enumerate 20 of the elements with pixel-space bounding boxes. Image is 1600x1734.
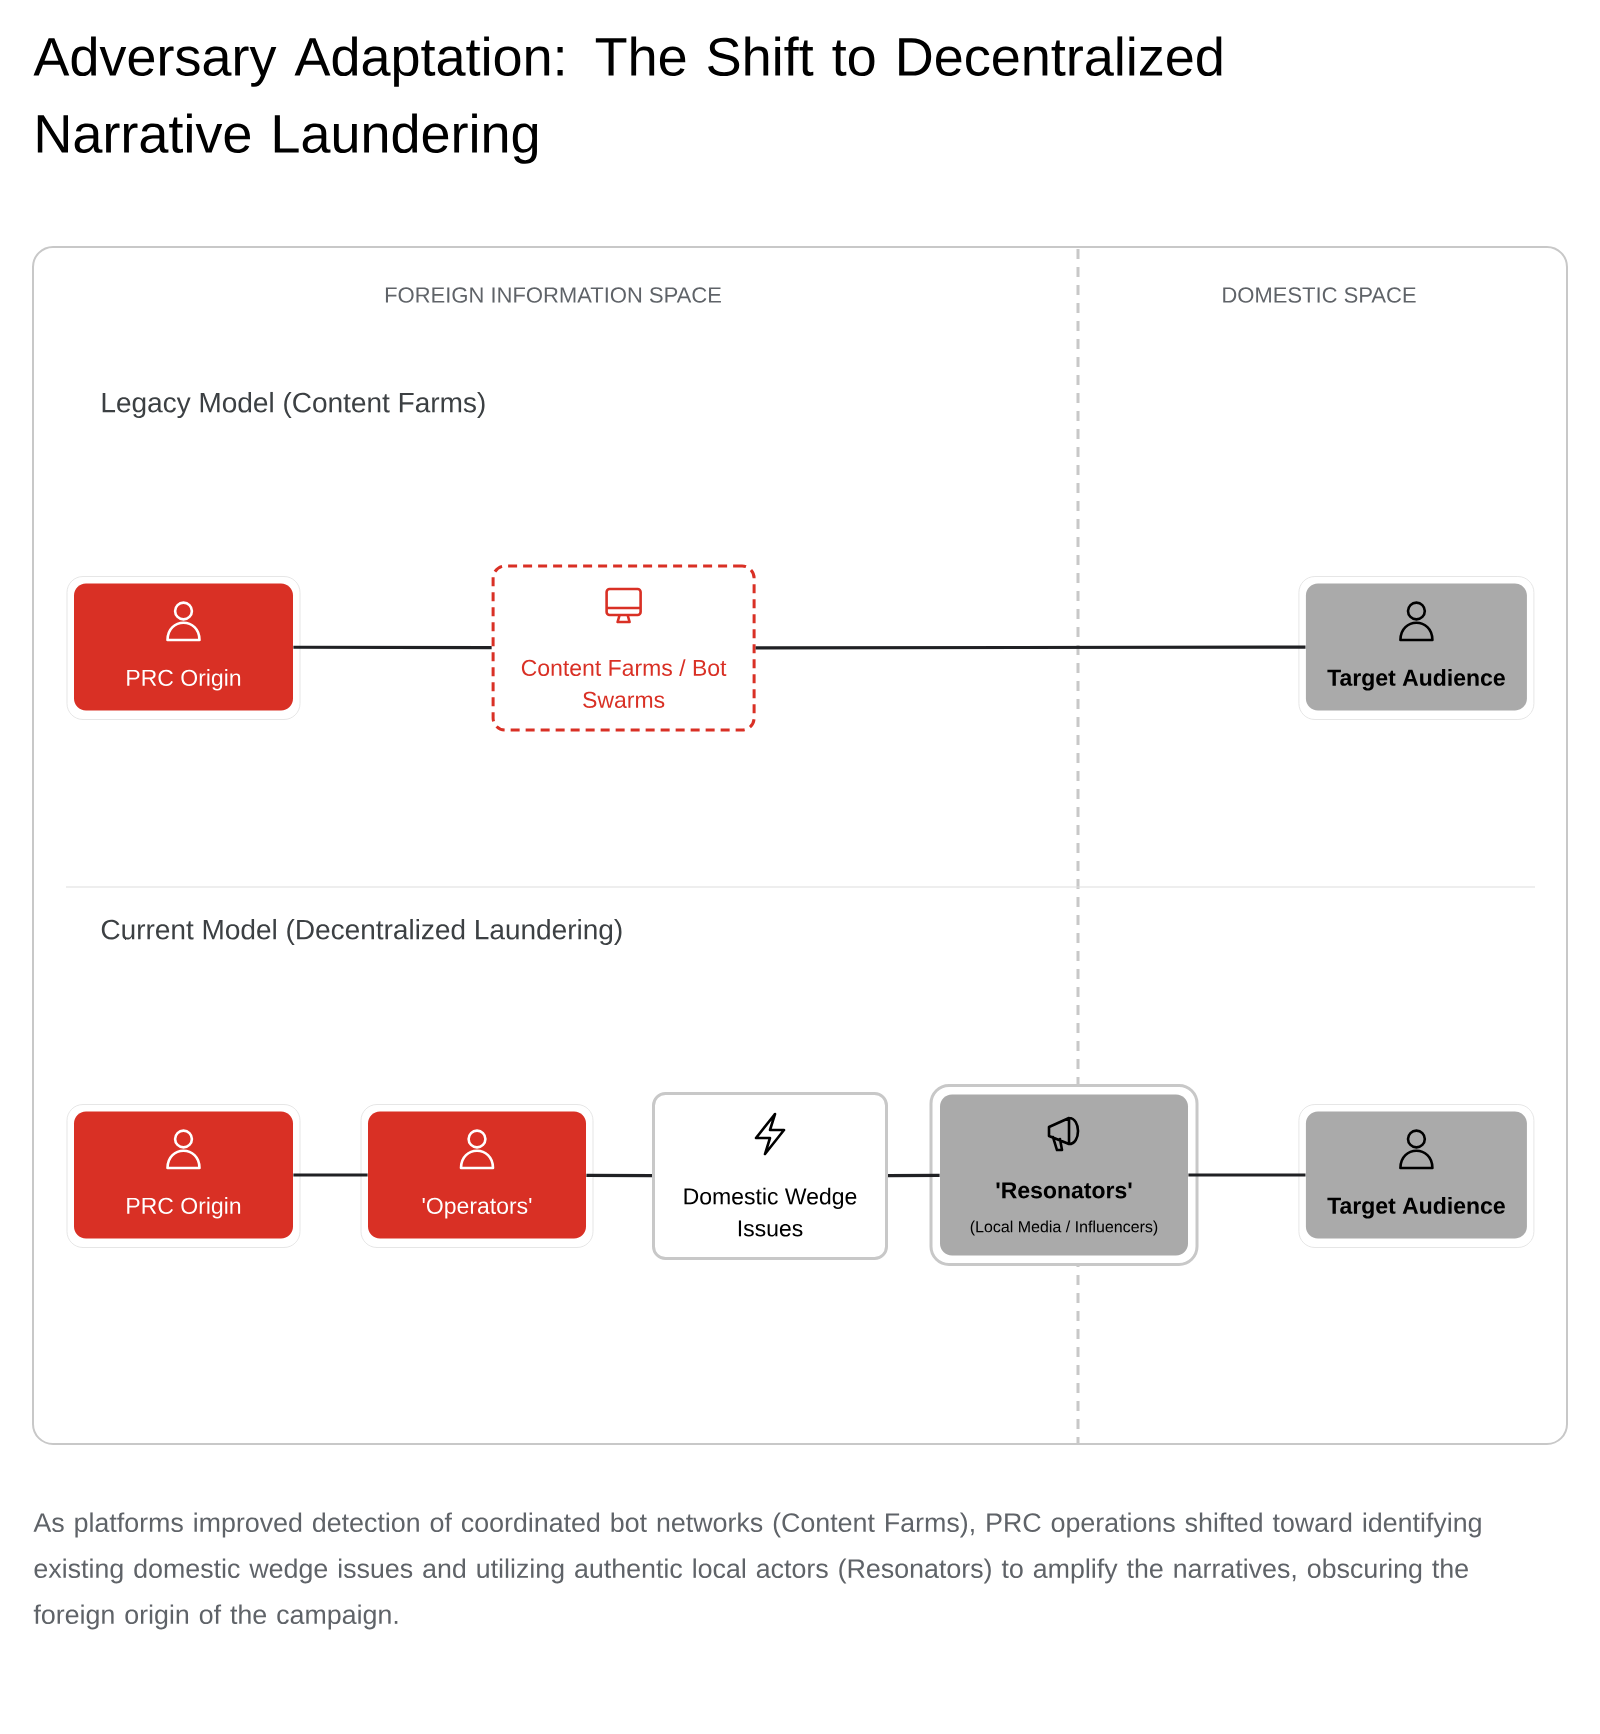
process-box: Domestic Wedge Issues [652, 1092, 888, 1260]
section-heading: Legacy Model (Content Farms) [102, 391, 485, 419]
connector-line [586, 1173, 652, 1178]
caption: As platforms improved detection of coordinated bot networks (Content Farms), PRC operations shifted toward identifying existing domestic wedge issues and utilizing authentic local actors (Resonators) to amplify the narratives, obscuring the foreign origin of the campaign. [33, 1512, 1481, 1630]
process-box: PRC Origin [66, 1104, 301, 1248]
process-box: 'Operators' [360, 1104, 594, 1248]
column-heading: DOMESTIC SPACE [1223, 287, 1416, 303]
connector-line [888, 1173, 940, 1178]
dashed-box: Content Farms / Bot Swarms [491, 564, 756, 732]
connector-line [755, 645, 1306, 650]
title: Adversary Adaptation: The Shift to Decentralized Narrative Laundering [33, 36, 1222, 164]
process-box: Target Audience [1298, 576, 1535, 720]
process-box: Target Audience [1298, 1104, 1535, 1248]
connector-line [293, 645, 492, 650]
connector-line [1188, 1173, 1306, 1177]
section-heading: Current Model (Decentralized Laundering) [101, 918, 622, 946]
column-heading: FOREIGN INFORMATION SPACE [385, 287, 721, 303]
process-box: PRC Origin [66, 576, 301, 720]
process-box: 'Resonators' (Local Media / Influencers) [929, 1084, 1199, 1266]
connector-line [293, 1173, 368, 1177]
